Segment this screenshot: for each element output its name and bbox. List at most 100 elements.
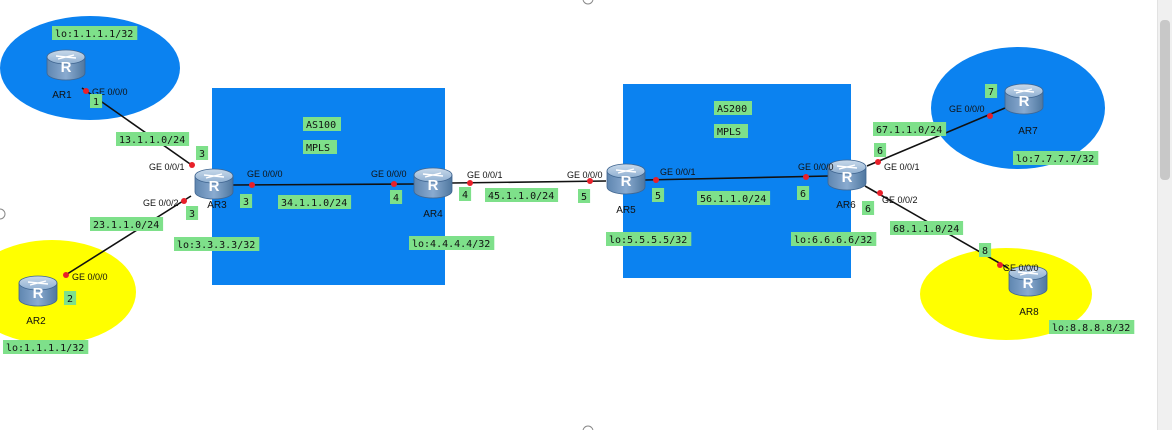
- label-background: [606, 232, 692, 246]
- port-label: GE 0/0/1: [884, 162, 920, 172]
- label-background: [1013, 151, 1099, 165]
- label-background: [485, 188, 559, 202]
- label-text: 6: [800, 189, 806, 200]
- label-background: [3, 340, 89, 354]
- label-background: [186, 206, 199, 220]
- label-text: lo:8.8.8.8/32: [1052, 323, 1130, 334]
- router-name-ar2: AR2: [26, 316, 46, 327]
- address-label-net-45: 45.1.1.0/24: [485, 188, 559, 202]
- address-label-lo-ar1: lo:1.1.1.1/32: [52, 26, 138, 40]
- label-text: 23.1.1.0/24: [93, 220, 159, 231]
- label-text: 8: [982, 246, 988, 257]
- port-dot: [875, 159, 881, 165]
- address-label-host-ar3c: 3: [186, 206, 199, 220]
- scrollbar-thumb[interactable]: [1160, 20, 1170, 180]
- port-label: GE 0/0/2: [882, 195, 918, 205]
- router-ar7[interactable]: [1004, 83, 1044, 115]
- selection-handle[interactable]: [582, 425, 594, 430]
- address-label-host-ar6b: 6: [874, 143, 887, 157]
- port-dots: [63, 88, 1003, 278]
- address-label-lo-ar8: lo:8.8.8.8/32: [1049, 320, 1135, 334]
- address-label-net-23: 23.1.1.0/24: [90, 217, 164, 231]
- address-label-host-ar3b: 3: [240, 194, 253, 208]
- port-dot: [877, 190, 883, 196]
- zone-title-bg: [303, 117, 341, 131]
- label-background: [874, 143, 887, 157]
- label-background: [873, 122, 947, 136]
- port-dot: [63, 272, 69, 278]
- label-text: 56.1.1.0/24: [700, 194, 766, 205]
- port-dot: [189, 162, 195, 168]
- label-text: 3: [199, 149, 205, 160]
- link-ar2-ar3[interactable]: [63, 195, 192, 277]
- router-name-ar6: AR6: [836, 200, 856, 211]
- address-label-host-ar4b: 4: [459, 187, 472, 201]
- router-name-ar1: AR1: [52, 90, 72, 101]
- label-text: 34.1.1.0/24: [281, 198, 347, 209]
- zone-subtitle-bg: [714, 124, 748, 138]
- port-label: GE 0/0/0: [567, 170, 603, 180]
- label-text: 2: [67, 294, 73, 305]
- label-background: [64, 291, 77, 305]
- label-background: [390, 190, 403, 204]
- zone-subtitle-bg: [303, 140, 337, 154]
- router-icon: [827, 159, 867, 191]
- port-dot: [83, 88, 89, 94]
- label-text: 13.1.1.0/24: [119, 135, 185, 146]
- router-ar4[interactable]: [413, 167, 453, 199]
- port-label: GE 0/0/0: [371, 169, 407, 179]
- router-ar6[interactable]: [827, 159, 867, 191]
- address-label-net-13: 13.1.1.0/24: [116, 132, 190, 146]
- address-label-host-ar6a: 6: [797, 186, 810, 200]
- address-label-host-ar2: 2: [64, 291, 77, 305]
- label-background: [862, 201, 875, 215]
- router-name-ar7: AR7: [1018, 126, 1038, 137]
- port-label: GE 0/0/0: [72, 272, 108, 282]
- address-label-host-ar6c: 6: [862, 201, 875, 215]
- selection-handle[interactable]: [0, 208, 6, 220]
- address-label-host-ar5a: 5: [578, 189, 591, 203]
- label-text: 4: [462, 190, 468, 201]
- label-background: [652, 188, 665, 202]
- label-background: [90, 217, 164, 231]
- link-ar4-ar5[interactable]: [451, 180, 607, 184]
- router-ar5[interactable]: [606, 163, 646, 195]
- ar1-site: [0, 16, 180, 120]
- label-text: 5: [655, 191, 661, 202]
- link-ar5-ar6[interactable]: [644, 175, 830, 181]
- port-dot: [181, 198, 187, 204]
- port-label: GE 0/0/0: [247, 169, 283, 179]
- label-background: [890, 221, 964, 235]
- selection-handle[interactable]: [582, 0, 594, 5]
- vertical-scrollbar[interactable]: [1157, 0, 1172, 430]
- router-name-ar8: AR8: [1019, 307, 1039, 318]
- port-dot: [467, 180, 473, 186]
- label-text: lo:1.1.1.1/32: [55, 29, 133, 40]
- as200-subtitle: MPLS: [717, 127, 741, 138]
- label-text: 7: [988, 87, 994, 98]
- address-label-lo-ar7: lo:7.7.7.7/32: [1013, 151, 1099, 165]
- router-ar1[interactable]: [46, 49, 86, 81]
- address-label-host-ar8: 8: [979, 243, 992, 257]
- router-name-ar3: AR3: [207, 200, 227, 211]
- port-label: GE 0/0/1: [660, 167, 696, 177]
- label-background: [196, 146, 209, 160]
- address-label-net-34: 34.1.1.0/24: [278, 195, 352, 209]
- label-text: lo:7.7.7.7/32: [1016, 154, 1094, 165]
- label-background: [985, 84, 998, 98]
- port-dot: [653, 177, 659, 183]
- link-ar3-ar4[interactable]: [232, 183, 415, 186]
- address-label-net-67: 67.1.1.0/24: [873, 122, 947, 136]
- router-icon: [194, 168, 234, 200]
- label-text: lo:5.5.5.5/32: [609, 235, 687, 246]
- port-dot: [997, 262, 1003, 268]
- link-ar6-ar7[interactable]: [866, 107, 1006, 167]
- address-label-lo-ar2: lo:1.1.1.1/32: [3, 340, 89, 354]
- label-background: [174, 237, 260, 251]
- router-icon: [413, 167, 453, 199]
- router-ar2[interactable]: [18, 275, 58, 307]
- label-text: 4: [393, 193, 399, 204]
- label-background: [797, 186, 810, 200]
- router-ar3[interactable]: [194, 168, 234, 200]
